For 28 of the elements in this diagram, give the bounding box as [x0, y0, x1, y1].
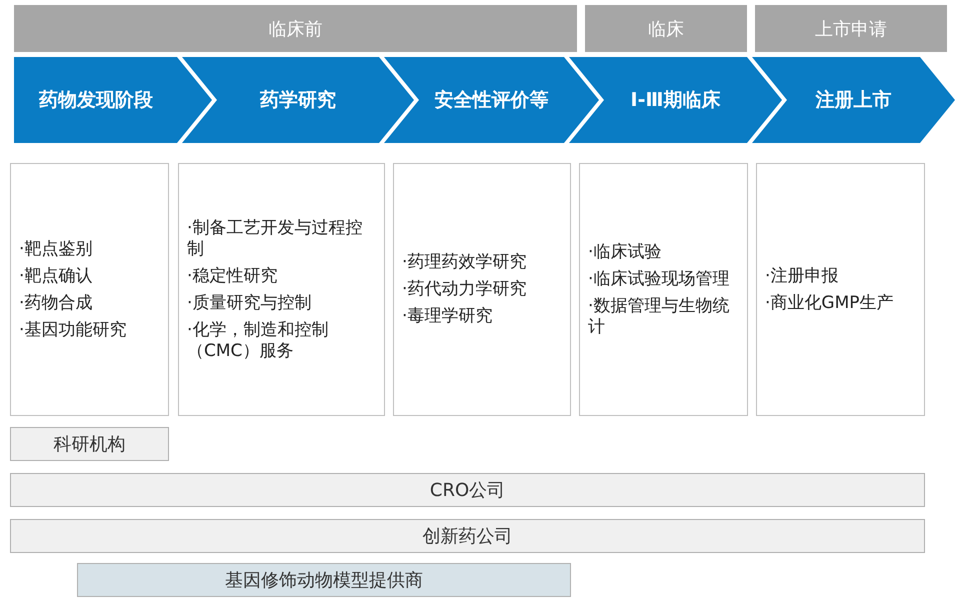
bullet-item: ·注册申报	[765, 266, 840, 286]
supplier-bar: 基因修饰动物模型提供商	[77, 563, 571, 597]
bullet-item: ·靶点鉴别	[19, 238, 94, 260]
phase-header: 临床	[585, 5, 747, 52]
bullet-item: ·商业化GMP生产	[765, 292, 894, 314]
organization-bar: CRO公司	[10, 473, 925, 507]
phase-header: 临床前	[14, 5, 577, 52]
activity-card	[178, 163, 385, 416]
bullet-item: ·靶点确认	[19, 266, 94, 286]
bullet-item: ·药理药效学研究	[402, 252, 528, 273]
bullet-item: ·稳定性研究	[187, 266, 278, 286]
bullet-item: ·毒理学研究	[402, 306, 494, 327]
bullet-item: ·药物合成	[19, 292, 94, 314]
organization-bar: 科研机构	[10, 427, 169, 461]
bullet-item: ·临床试验	[588, 242, 662, 262]
bullet-item: ·基因功能研究	[19, 320, 128, 340]
activity-card	[579, 163, 748, 416]
bullet-item: ·制备工艺开发与过程控制	[187, 218, 364, 260]
phase-header: 上市申请	[755, 5, 947, 52]
activity-card	[10, 163, 169, 416]
activity-card	[756, 163, 925, 416]
bullet-item: ·药代动力学研究	[402, 279, 528, 300]
bullet-item: ·临床试验现场管理	[588, 268, 730, 290]
bullet-item: ·数据管理与生物统计	[588, 296, 730, 338]
activity-card	[393, 163, 571, 416]
bullet-item: ·质量研究与控制	[187, 292, 312, 314]
organization-bar: 创新药公司	[10, 519, 925, 553]
bullet-item: ·化学，制造和控制（CMC）服务	[187, 320, 330, 362]
